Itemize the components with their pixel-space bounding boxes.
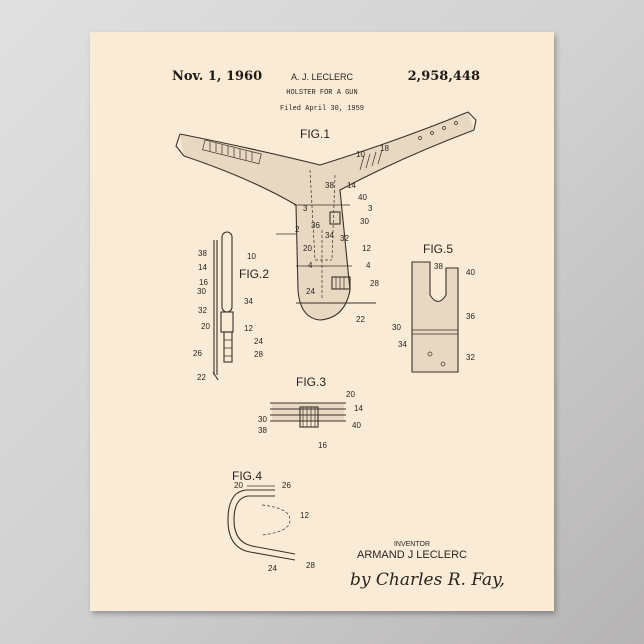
reference-number: 30 <box>360 217 369 226</box>
patent-title: HOLSTER FOR A GUN <box>286 89 357 97</box>
reference-number: 36 <box>311 221 320 230</box>
inventor-full-name: ARMAND J LECLERC <box>357 549 467 561</box>
reference-number: 16 <box>199 278 208 287</box>
reference-number: 14 <box>347 181 356 190</box>
reference-number: 28 <box>306 561 315 570</box>
reference-number: 10 <box>356 150 365 159</box>
fig5-label: FIG.5 <box>423 242 453 256</box>
reference-number: 40 <box>466 268 475 277</box>
inventor-label: INVENTOR <box>394 541 430 548</box>
figure-4-section <box>227 485 296 561</box>
reference-number: 12 <box>244 324 253 333</box>
reference-number: 20 <box>234 481 243 490</box>
reference-number: 14 <box>198 263 207 272</box>
reference-number: 12 <box>362 244 371 253</box>
reference-number: 2 <box>295 225 300 234</box>
reference-number: 38 <box>258 426 267 435</box>
fig1-callouts: 10 18 38 14 40 3 3 36 30 2 34 32 20 12 4… <box>295 144 389 324</box>
reference-number: 24 <box>268 564 277 573</box>
reference-number: 3 <box>368 204 373 213</box>
reference-number: 4 <box>308 261 313 270</box>
fig4-callouts: 20 26 12 24 28 <box>234 481 315 573</box>
reference-number: 28 <box>370 279 379 288</box>
reference-number: 12 <box>300 511 309 520</box>
reference-number: 20 <box>346 390 355 399</box>
reference-number: 18 <box>380 144 389 153</box>
figure-1-holster-belt <box>175 111 477 321</box>
reference-number: 32 <box>198 306 207 315</box>
patent-date: Nov. 1, 1960 <box>172 69 262 84</box>
figure-3-section <box>270 402 346 428</box>
patent-poster <box>90 32 554 611</box>
reference-number: 30 <box>197 287 206 296</box>
fig1-label: FIG.1 <box>300 127 330 141</box>
attorney-signature: by Charles R. Fay, <box>350 570 505 590</box>
reference-number: 22 <box>197 373 206 382</box>
reference-number: 40 <box>352 421 361 430</box>
fig4-label: FIG.4 <box>232 469 262 483</box>
reference-number: 26 <box>193 349 202 358</box>
reference-number: 24 <box>254 337 263 346</box>
reference-number: 32 <box>340 234 349 243</box>
reference-number: 24 <box>306 287 315 296</box>
fig2-label: FIG.2 <box>239 267 269 281</box>
reference-number: 38 <box>325 181 334 190</box>
reference-number: 4 <box>366 261 371 270</box>
reference-number: 34 <box>398 340 407 349</box>
reference-number: 14 <box>354 404 363 413</box>
reference-number: 34 <box>325 231 334 240</box>
reference-number: 26 <box>282 481 291 490</box>
reference-number: 38 <box>198 249 207 258</box>
figure-2-side-view <box>212 231 234 381</box>
fig3-label: FIG.3 <box>296 375 326 389</box>
reference-number: 38 <box>434 262 443 271</box>
reference-number: 30 <box>258 415 267 424</box>
reference-number: 22 <box>356 315 365 324</box>
reference-number: 20 <box>303 244 312 253</box>
fig5-callouts: 38 40 30 36 34 32 <box>392 262 475 362</box>
inventor-header: A. J. LECLERC <box>291 72 354 82</box>
reference-number: 10 <box>247 252 256 261</box>
reference-number: 16 <box>318 441 327 450</box>
reference-number: 36 <box>466 312 475 321</box>
reference-number: 40 <box>358 193 367 202</box>
reference-number: 3 <box>303 204 308 213</box>
reference-number: 20 <box>201 322 210 331</box>
reference-number: 28 <box>254 350 263 359</box>
reference-number: 30 <box>392 323 401 332</box>
patent-number: 2,958,448 <box>408 69 480 84</box>
fig3-callouts: 20 14 30 38 40 16 <box>258 390 363 450</box>
figure-5-clip <box>411 261 459 373</box>
reference-number: 32 <box>466 353 475 362</box>
reference-number: 34 <box>244 297 253 306</box>
fig2-callouts: 38 10 14 16 30 34 32 20 12 24 26 28 22 <box>193 249 263 382</box>
filed-date: Filed April 30, 1959 <box>280 105 364 113</box>
